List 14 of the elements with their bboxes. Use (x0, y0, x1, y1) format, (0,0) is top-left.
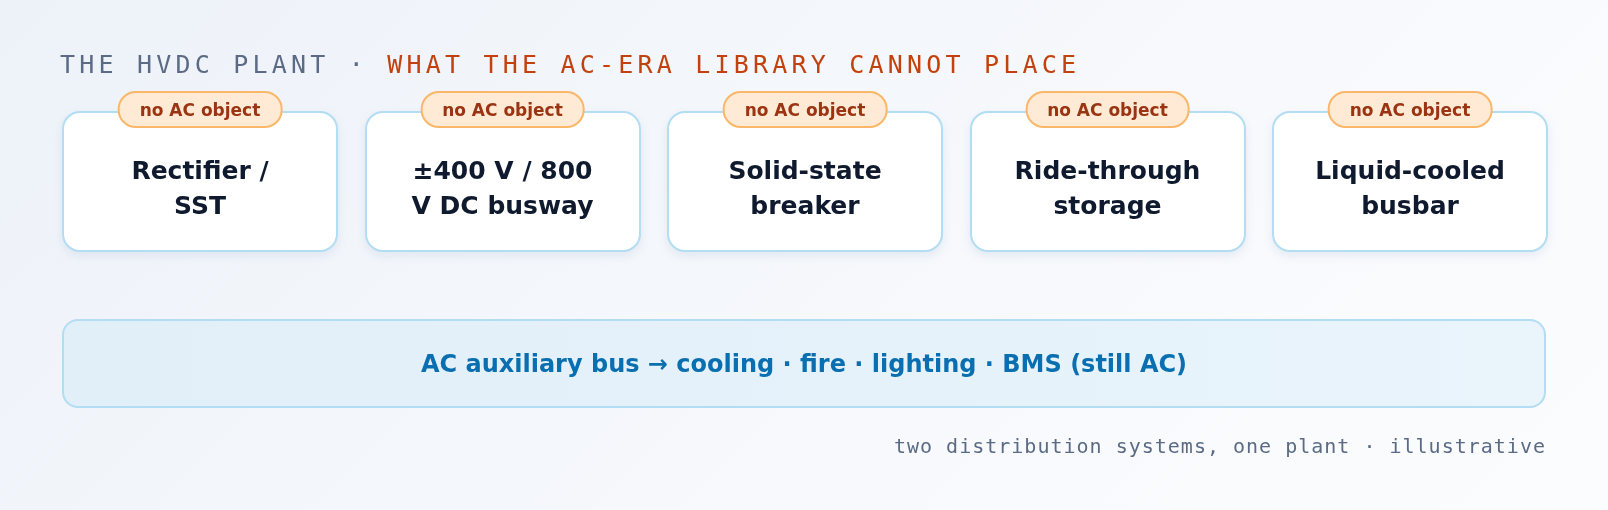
component-label: Solid-state breaker (727, 154, 883, 222)
caption: two distribution systems, one plant · illustrative (893, 434, 1546, 458)
diagram-title: THE HVDC PLANT · WHAT THE AC-ERA LIBRARY CANNOT PLACE (60, 50, 1081, 79)
component-label: Ride-through storage (1013, 154, 1202, 222)
bus-band (62, 319, 1546, 408)
bus-label: AC auxiliary bus → cooling · fire · lighting · BMS (still AC) (420, 349, 1188, 378)
status-badge: no AC object (1327, 91, 1493, 128)
component-label: Liquid-cooled busbar (1314, 154, 1506, 222)
status-badge: no AC object (420, 91, 585, 128)
status-badge: no AC object (722, 91, 888, 128)
status-badge: no AC object (1025, 91, 1190, 128)
component-label: Rectifier / SST (130, 154, 270, 222)
component-label: ±400 V / 800 V DC busway (410, 154, 595, 222)
status-badge: no AC object (117, 91, 283, 128)
